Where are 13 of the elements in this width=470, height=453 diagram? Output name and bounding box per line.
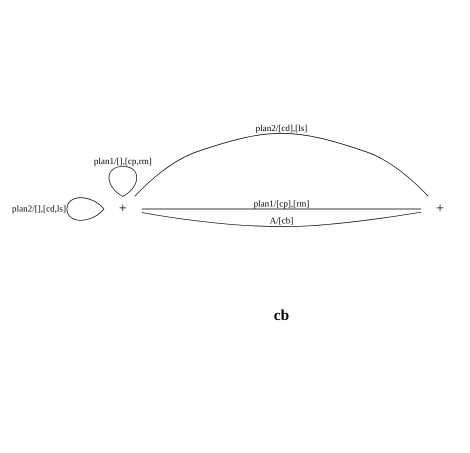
connector — [142, 208, 422, 210]
edge-label: A/[cb] — [270, 215, 294, 226]
label: cb — [274, 306, 290, 324]
edge-label: plan2/[cd],[ls] — [256, 123, 308, 134]
edge-label: plan2/[],[cd,ls] — [12, 203, 66, 214]
connector — [108, 166, 138, 197]
connector — [66, 197, 104, 221]
edge-label: plan1/[cp],[rm] — [254, 198, 310, 209]
edge-label: plan1/[],[cp,rm] — [94, 156, 152, 166]
connector — [141, 212, 422, 227]
node-text: + — [436, 202, 444, 217]
connector — [134, 133, 429, 197]
node-text: + — [118, 202, 127, 217]
